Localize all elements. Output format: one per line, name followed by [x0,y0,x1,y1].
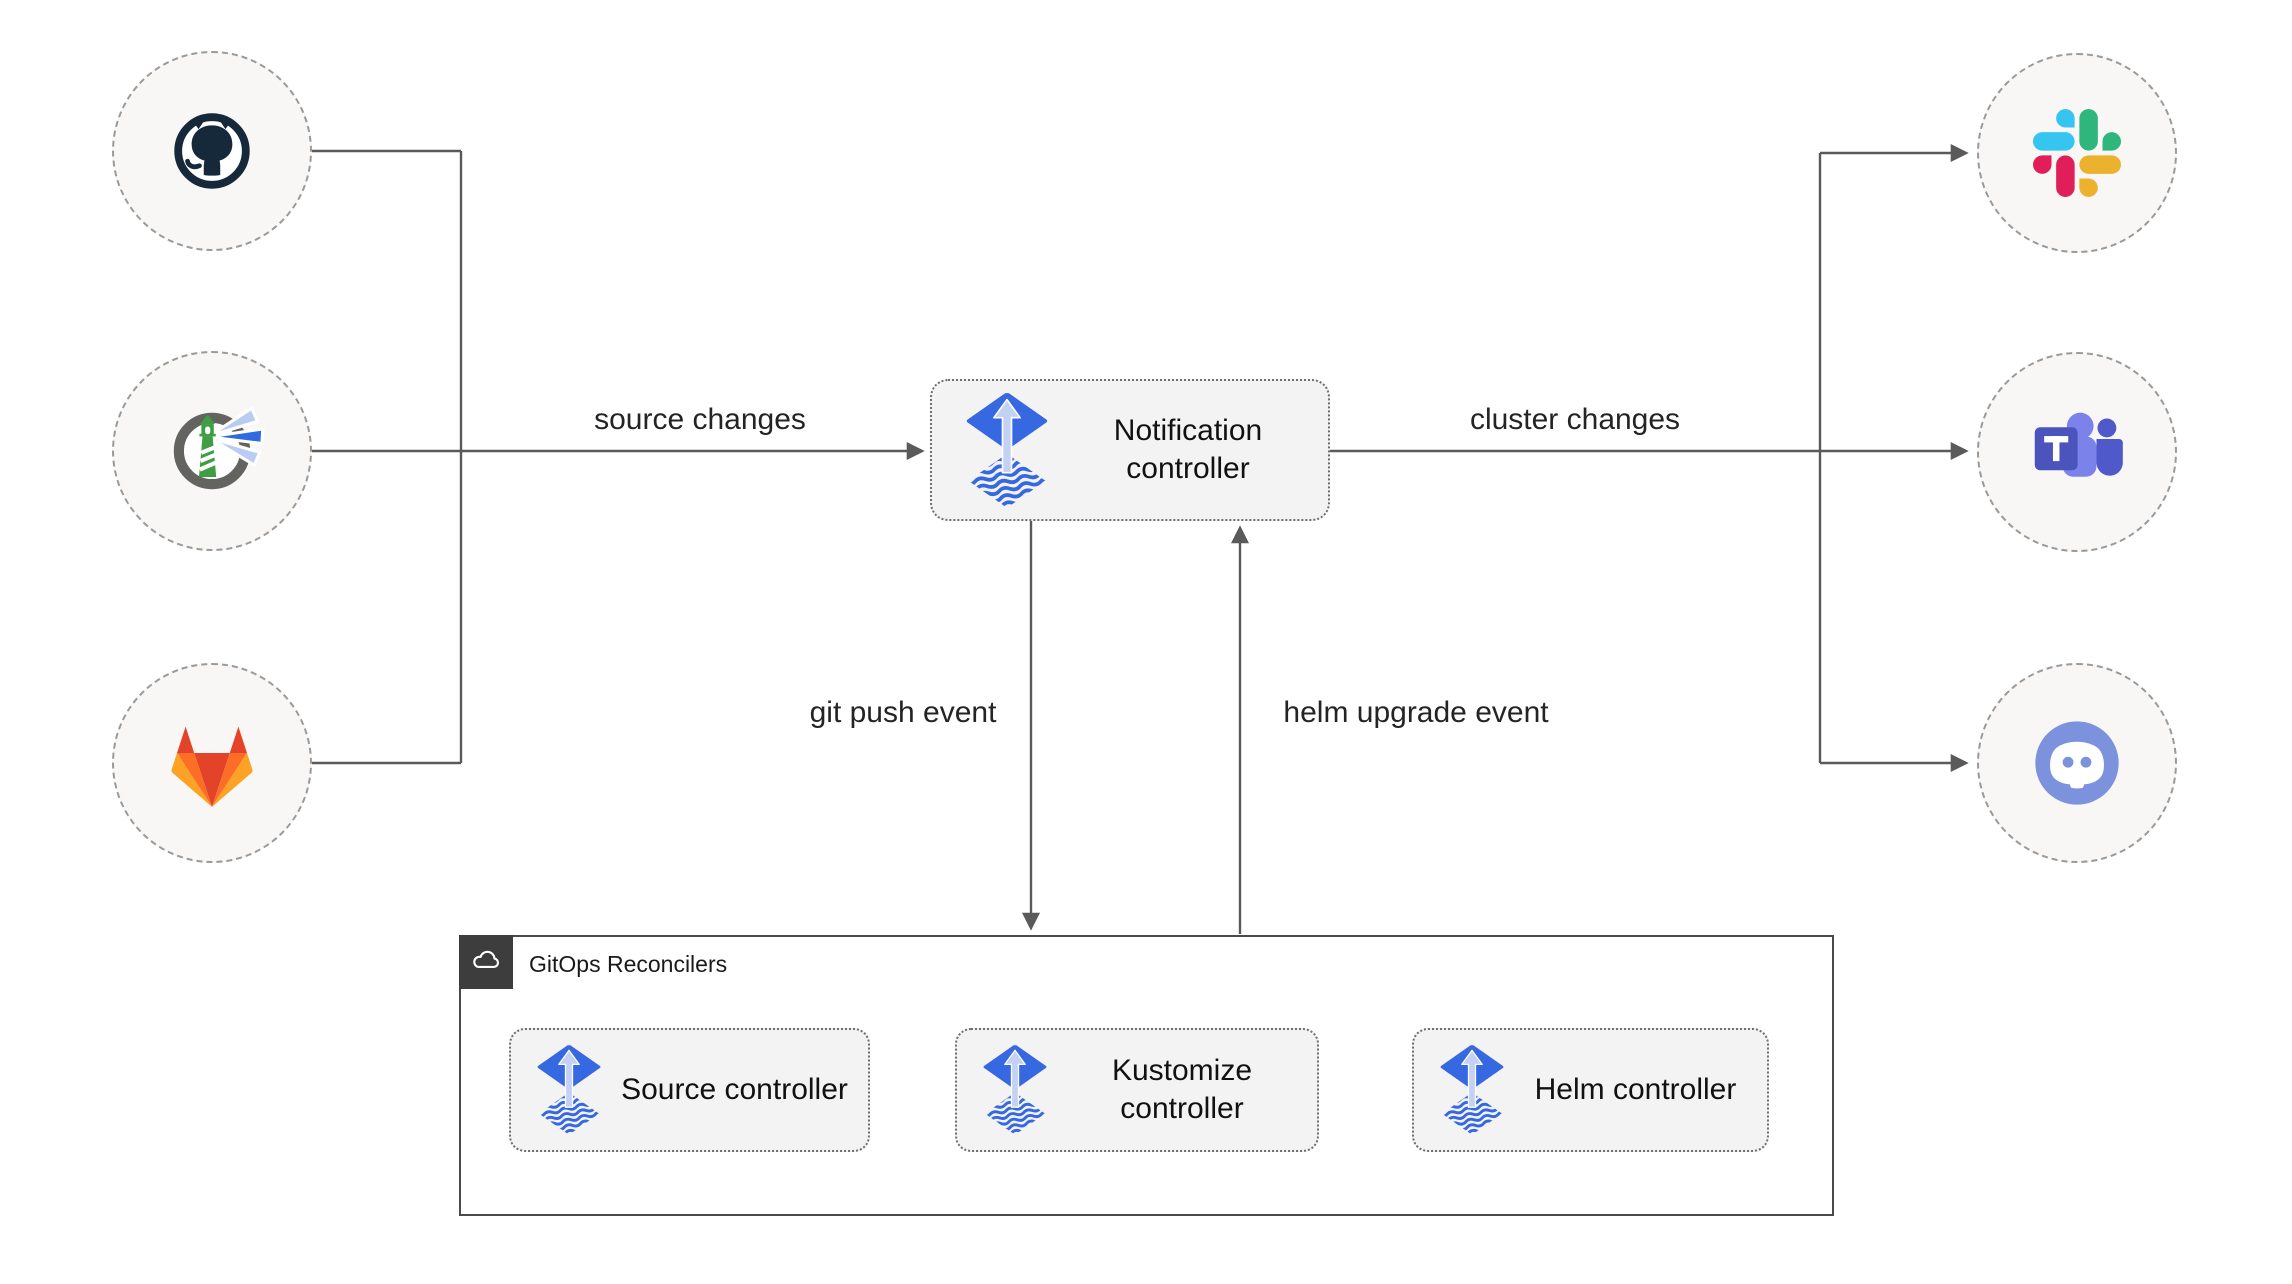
source-node-harbor[interactable] [112,351,312,551]
cloud-icon [473,950,500,969]
harbor-icon [173,405,265,490]
flux-icon [966,393,1048,508]
edge-label-cluster-changes: cluster changes [1469,403,1681,436]
kustomize-controller-label: Kustomize controller [1111,1054,1253,1125]
notification-controller-label: Notification controller [1113,414,1263,485]
gitops-reconcilers-container[interactable]: GitOps Reconcilers Source controller Kus… [459,935,1834,1216]
slack-icon [2033,109,2121,197]
edge-label-git-push-event: git push event [809,696,997,729]
source-controller-node[interactable]: Source controller [509,1028,870,1152]
kustomize-controller-node[interactable]: Kustomize controller [955,1028,1319,1152]
gitlab-icon [171,726,253,807]
source-node-gitlab[interactable] [112,663,312,863]
flux-icon [537,1045,601,1135]
target-node-slack[interactable] [1977,53,2177,253]
flux-icon [1440,1045,1504,1135]
notification-controller-node[interactable]: Notification controller [930,379,1330,521]
discord-icon [2035,721,2119,805]
helm-controller-label: Helm controller [1534,1073,1737,1106]
github-icon [174,113,250,189]
flux-icon [983,1045,1047,1135]
target-node-discord[interactable] [1977,663,2177,863]
source-controller-label: Source controller [621,1073,848,1106]
target-node-teams[interactable] [1977,352,2177,552]
gitops-container-title: GitOps Reconcilers [529,950,728,977]
helm-controller-node[interactable]: Helm controller [1412,1028,1769,1152]
gitops-badge [459,935,513,989]
edge-label-helm-upgrade-event: helm upgrade event [1283,696,1549,729]
edge-label-source-changes: source changes [594,403,806,436]
teams-icon [2034,412,2123,477]
source-node-github[interactable] [112,51,312,251]
